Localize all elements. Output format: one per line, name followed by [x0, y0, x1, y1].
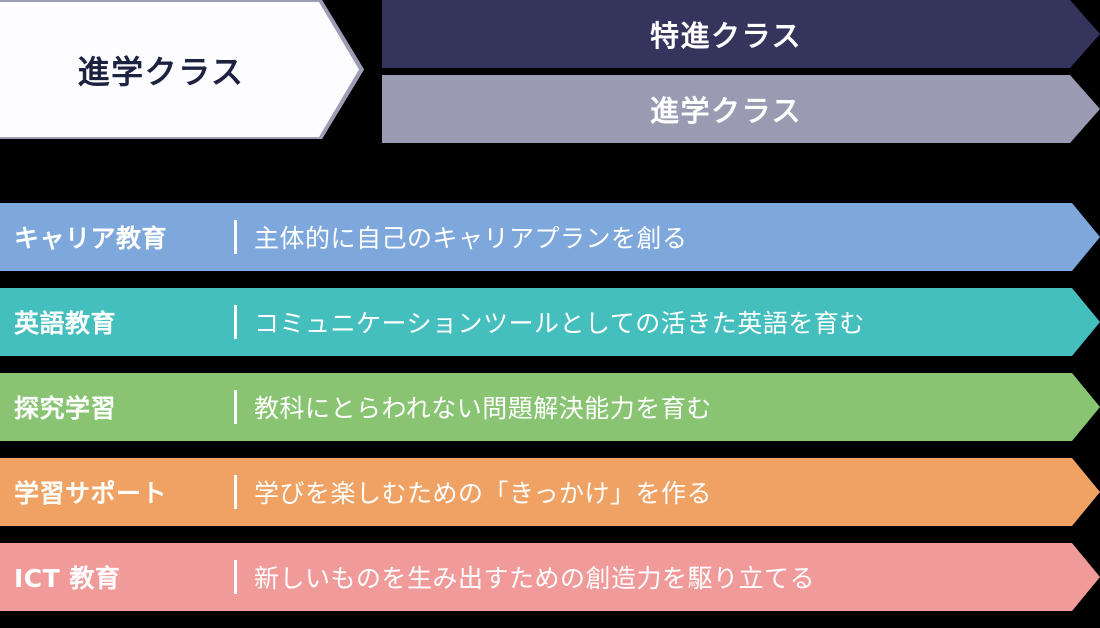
current-class-arrow-fill — [0, 2, 359, 137]
program-row-content: 英語教育 コミュニケーションツールとしての活きた英語を育む — [0, 288, 1100, 356]
program-description: 教科にとらわれない問題解決能力を育む — [254, 394, 712, 423]
program-label: 英語教育 — [14, 309, 117, 338]
program-label: キャリア教育 — [14, 224, 168, 253]
program-list: キャリア教育 主体的に自己のキャリアプランを創る 英語教育 コミュニケーションツ… — [0, 203, 1100, 628]
program-row-study-support[interactable]: 学習サポート 学びを楽しむための「きっかけ」を作る — [0, 458, 1100, 526]
program-divider — [234, 220, 237, 254]
program-row-content: 探究学習 教科にとらわれない問題解決能力を育む — [0, 373, 1100, 441]
program-row-inquiry[interactable]: 探究学習 教科にとらわれない問題解決能力を育む — [0, 373, 1100, 441]
program-row-content: ICT 教育 新しいものを生み出すための創造力を駆り立てる — [0, 543, 1100, 611]
program-divider — [234, 560, 237, 594]
program-label: ICT 教育 — [14, 564, 121, 593]
program-label: 学習サポート — [14, 479, 168, 508]
program-description: 主体的に自己のキャリアプランを創る — [254, 224, 688, 253]
program-description: 学びを楽しむための「きっかけ」を作る — [254, 479, 713, 508]
program-row-shape — [0, 203, 1100, 271]
program-divider — [234, 390, 237, 424]
program-row-ict[interactable]: ICT 教育 新しいものを生み出すための創造力を駆り立てる — [0, 543, 1100, 611]
program-label: 探究学習 — [14, 394, 117, 423]
program-row-shape — [0, 458, 1100, 526]
program-row-content: 学習サポート 学びを楽しむための「きっかけ」を作る — [0, 458, 1100, 526]
class-banner-shape — [382, 0, 1100, 68]
program-row-content: キャリア教育 主体的に自己のキャリアプランを創る — [0, 203, 1100, 271]
current-class-label: 進学クラス — [77, 52, 245, 91]
class-banner-label: 特進クラス — [650, 19, 802, 53]
class-banner-shingaku[interactable]: 進学クラス — [382, 75, 1100, 143]
program-divider — [234, 475, 237, 509]
class-banner-tokushin[interactable]: 特進クラス — [382, 0, 1100, 68]
program-row-english[interactable]: 英語教育 コミュニケーションツールとしての活きた英語を育む — [0, 288, 1100, 356]
class-banner-label: 進学クラス — [650, 94, 802, 128]
program-description: 新しいものを生み出すための創造力を駆り立てる — [254, 564, 816, 593]
program-description: コミュニケーションツールとしての活きた英語を育む — [254, 309, 865, 338]
program-row-career[interactable]: キャリア教育 主体的に自己のキャリアプランを創る — [0, 203, 1100, 271]
class-header-section: 進学クラス 特進クラス 進学クラス — [0, 0, 1100, 143]
current-class-arrow[interactable]: 進学クラス — [0, 0, 364, 139]
program-row-shape — [0, 373, 1100, 441]
class-banner-shape — [382, 75, 1100, 143]
program-row-shape — [0, 288, 1100, 356]
program-divider — [234, 305, 237, 339]
